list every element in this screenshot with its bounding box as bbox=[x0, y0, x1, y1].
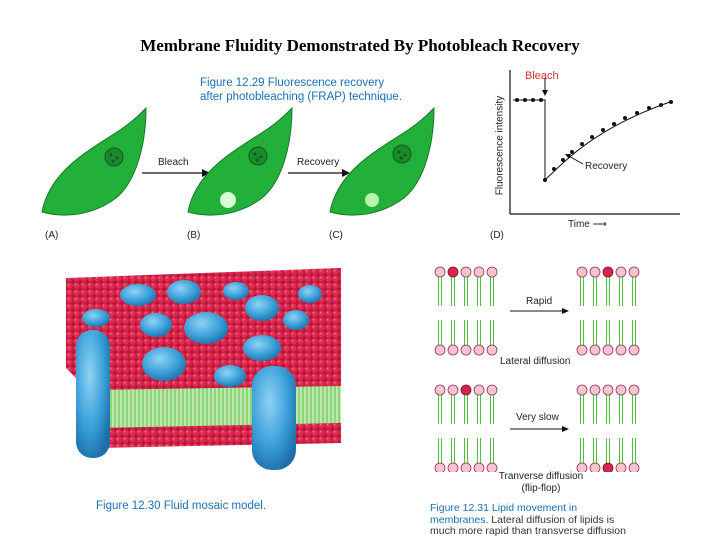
graph-bleach-label: Bleach bbox=[525, 70, 559, 82]
recovery-arrow-label: Recovery bbox=[297, 157, 340, 168]
membrane-proteins bbox=[76, 280, 322, 470]
slide-title: Membrane Fluidity Demonstrated By Photob… bbox=[140, 36, 580, 55]
frap-caption: Figure 12.29 Fluorescence recovery after… bbox=[200, 76, 402, 104]
bleach-arrow-label: Bleach bbox=[158, 157, 189, 168]
bilayer-lateral-before bbox=[434, 266, 498, 356]
panel-label-d: (D) bbox=[490, 230, 504, 241]
fluid-mosaic-caption: Figure 12.30 Fluid mosaic model. bbox=[96, 499, 266, 513]
bleached-spot bbox=[220, 192, 236, 208]
lipid-caption-line2b: Lateral diffusion of lipids is bbox=[491, 513, 615, 526]
graph-x-label: Time ⟶ bbox=[568, 219, 607, 230]
transverse-line2: (flip-flop) bbox=[521, 483, 561, 494]
frap-caption-text: Fluorescence recovery bbox=[267, 77, 385, 89]
arrow-right-icon bbox=[562, 308, 569, 314]
cell-a bbox=[41, 106, 147, 216]
bilayer-transverse-after bbox=[576, 384, 640, 472]
transmembrane-protein bbox=[252, 366, 296, 470]
very-slow-label: Very slow bbox=[516, 412, 559, 423]
fluid-mosaic-caption-text: Fluid mosaic model. bbox=[163, 500, 267, 512]
lipid-caption-line1: Lipid movement in bbox=[491, 502, 578, 514]
frap-graph bbox=[509, 70, 680, 215]
frap-cells-figure bbox=[41, 106, 435, 216]
panel-label-c: (C) bbox=[329, 230, 343, 241]
nucleus-icon bbox=[104, 147, 124, 167]
graph-x-label-text: Time bbox=[568, 219, 590, 230]
bilayer-transverse-before bbox=[434, 384, 498, 472]
rapid-label: Rapid bbox=[526, 296, 553, 307]
nucleus-icon bbox=[392, 144, 412, 164]
lipid-caption-number: Figure 12.31 bbox=[430, 502, 489, 514]
transverse-diffusion-label: Tranverse diffusion (flip-flop) bbox=[486, 471, 596, 495]
lipid-caption-line3: much more rapid than transverse diffusio… bbox=[430, 525, 626, 537]
lipid-movement-caption: Figure 12.31 Lipid movement in membranes… bbox=[430, 502, 720, 538]
frap-caption-number: Figure 12.29 bbox=[200, 77, 265, 89]
graph-y-label: Fluorescence intensity bbox=[494, 95, 506, 196]
arrow-right-icon bbox=[562, 426, 569, 432]
fluid-mosaic-illustration bbox=[66, 268, 341, 470]
panel-label-a: (A) bbox=[45, 230, 59, 241]
cell-c bbox=[329, 106, 435, 216]
lipid-movement-diagram bbox=[434, 266, 640, 472]
arrow-right-icon bbox=[202, 169, 210, 177]
graph-points bbox=[515, 98, 673, 182]
nucleus-icon bbox=[248, 146, 268, 166]
transverse-line1: Tranverse diffusion bbox=[498, 471, 584, 482]
arrow-right-icon: ⟶ bbox=[589, 219, 607, 230]
graph-recovery-label: Recovery bbox=[585, 161, 628, 172]
panel-label-b: (B) bbox=[187, 230, 201, 241]
lipid-caption-line2a: membranes. bbox=[430, 513, 489, 526]
recovering-spot bbox=[365, 193, 379, 207]
frap-caption-line2: after photobleaching (FRAP) technique. bbox=[200, 91, 403, 103]
transmembrane-protein bbox=[76, 330, 110, 458]
cell-b bbox=[187, 106, 293, 216]
arrow-right-icon bbox=[342, 169, 350, 177]
fluid-mosaic-caption-number: Figure 12.30 bbox=[96, 500, 161, 512]
bilayer-lateral-after bbox=[576, 266, 640, 356]
lateral-diffusion-label: Lateral diffusion bbox=[500, 356, 571, 367]
